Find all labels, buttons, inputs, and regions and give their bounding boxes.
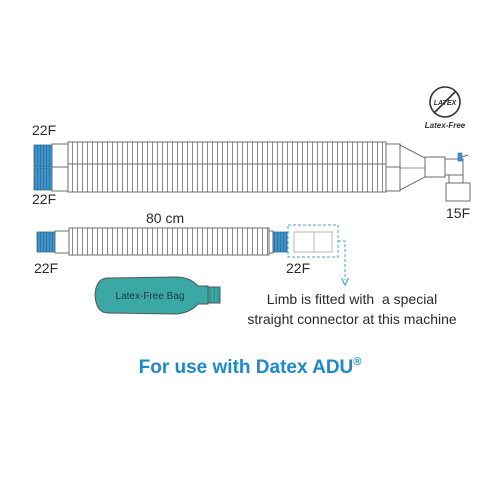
corrugated-tube-lower bbox=[68, 227, 270, 256]
footer-text: For use with Datex ADU bbox=[138, 357, 354, 378]
dual-limb-tubes bbox=[33, 141, 471, 202]
label-lower-right: 22F bbox=[286, 260, 310, 276]
label-upper-left-top: 22F bbox=[32, 122, 56, 138]
connector-lower-right bbox=[272, 231, 288, 253]
corrugated-tube-bottom bbox=[67, 163, 387, 193]
connector-upper-left-bottom bbox=[33, 167, 53, 191]
label-upper-left-bottom: 22F bbox=[32, 191, 56, 207]
label-right-port: 15F bbox=[446, 205, 470, 221]
note-line-2: straight connector at this machine bbox=[247, 311, 457, 327]
bag-label: Latex-Free Bag bbox=[116, 291, 185, 302]
special-straight-connector bbox=[287, 224, 339, 258]
reservoir-bag-icon bbox=[94, 276, 221, 315]
note-line-1: Limb is fitted with a special bbox=[267, 291, 437, 307]
no-latex-icon bbox=[429, 86, 461, 118]
badge-caption: Latex-Free bbox=[425, 121, 466, 130]
footer-title: For use with Datex ADU® bbox=[0, 356, 500, 379]
label-length: 80 cm bbox=[146, 210, 184, 226]
dashed-arrow-icon bbox=[338, 240, 350, 287]
connector-upper-left-top bbox=[33, 144, 53, 168]
elbow-connector bbox=[444, 158, 464, 176]
label-lower-left: 22F bbox=[34, 260, 58, 276]
registered-mark: ® bbox=[353, 356, 362, 368]
y-piece bbox=[399, 144, 426, 191]
single-limb-tube bbox=[36, 227, 288, 256]
connector-lower-left bbox=[36, 231, 56, 253]
badge-latex-text: LATEX bbox=[434, 100, 458, 107]
